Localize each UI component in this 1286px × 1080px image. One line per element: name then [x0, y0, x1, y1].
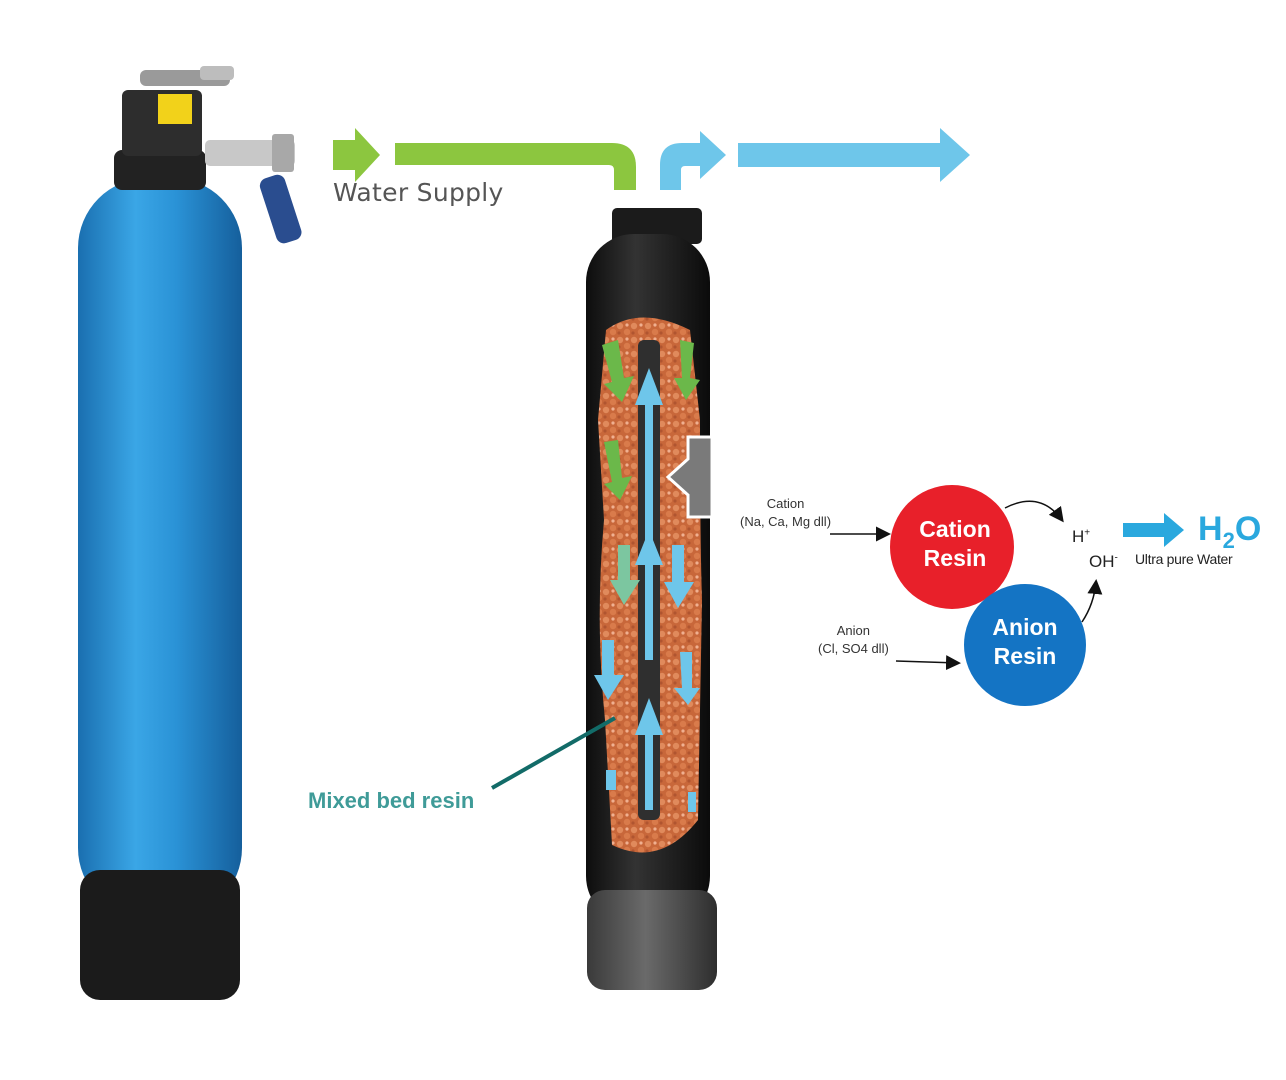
anion-resin-label: Anion Resin	[992, 614, 1058, 669]
h-ion-label: H+	[1072, 527, 1090, 547]
blue-tank-base	[80, 870, 240, 1000]
cation-resin-label: Cation Resin	[919, 516, 991, 571]
green-supply-line	[395, 143, 636, 190]
callout-tab	[665, 435, 714, 519]
cation-label-line1: Cation	[766, 496, 805, 511]
anion-label-line1: Anion	[836, 623, 871, 638]
h-output-arrow	[1004, 500, 1064, 523]
h2o-subscript: 2	[1222, 527, 1235, 553]
cation-resin-circle	[890, 485, 1014, 609]
cation-label-line2: (Na, Ca, Mg dll)	[740, 514, 832, 529]
h-ion-charge: +	[1084, 527, 1091, 539]
ion-exchange-schematic	[830, 485, 1184, 706]
oh-ion-charge: -	[1114, 552, 1118, 564]
cation-input-label: Cation (Na, Ca, Mg dll)	[740, 495, 831, 531]
ultra-pure-water-label: Ultra pure Water	[1135, 551, 1233, 567]
arrow-right-icon	[333, 128, 380, 182]
oh-ion-symbol: OH	[1089, 552, 1115, 571]
oh-ion-label: OH-	[1089, 552, 1118, 572]
arrow-right-icon	[1123, 513, 1184, 547]
tank-neck	[114, 150, 206, 190]
mixed-bed-pointer	[491, 716, 616, 790]
anion-input-arrow	[895, 655, 961, 671]
h-ion-symbol: H	[1072, 527, 1085, 546]
anion-resin-circle	[964, 584, 1086, 706]
flow-arrow-icon	[660, 131, 726, 190]
blue-tank-body	[78, 178, 242, 918]
water-supply-pipe	[333, 128, 636, 190]
output-pipe	[660, 128, 970, 190]
ball-valve-icon	[205, 134, 302, 244]
arrow-right-icon	[738, 128, 970, 182]
black-tank-base	[587, 890, 717, 990]
upflow-arrows	[635, 368, 663, 810]
anion-label-line2: (Cl, SO4 dll)	[818, 641, 889, 656]
mixed-bed-tank	[586, 208, 717, 990]
h2o-o: O	[1234, 510, 1262, 548]
h2o-h: H	[1198, 510, 1223, 548]
valve-icon	[122, 66, 234, 156]
mixed-bed-resin-label: Mixed bed resin	[308, 788, 475, 813]
water-supply-label: Water Supply	[333, 178, 504, 207]
h2o-label: H2O	[1198, 510, 1261, 554]
anion-input-label: Anion (Cl, SO4 dll)	[818, 622, 889, 658]
oh-output-arrow	[1081, 579, 1103, 623]
downflow-arrows	[594, 340, 700, 812]
blue-filter-tank	[78, 66, 302, 1000]
